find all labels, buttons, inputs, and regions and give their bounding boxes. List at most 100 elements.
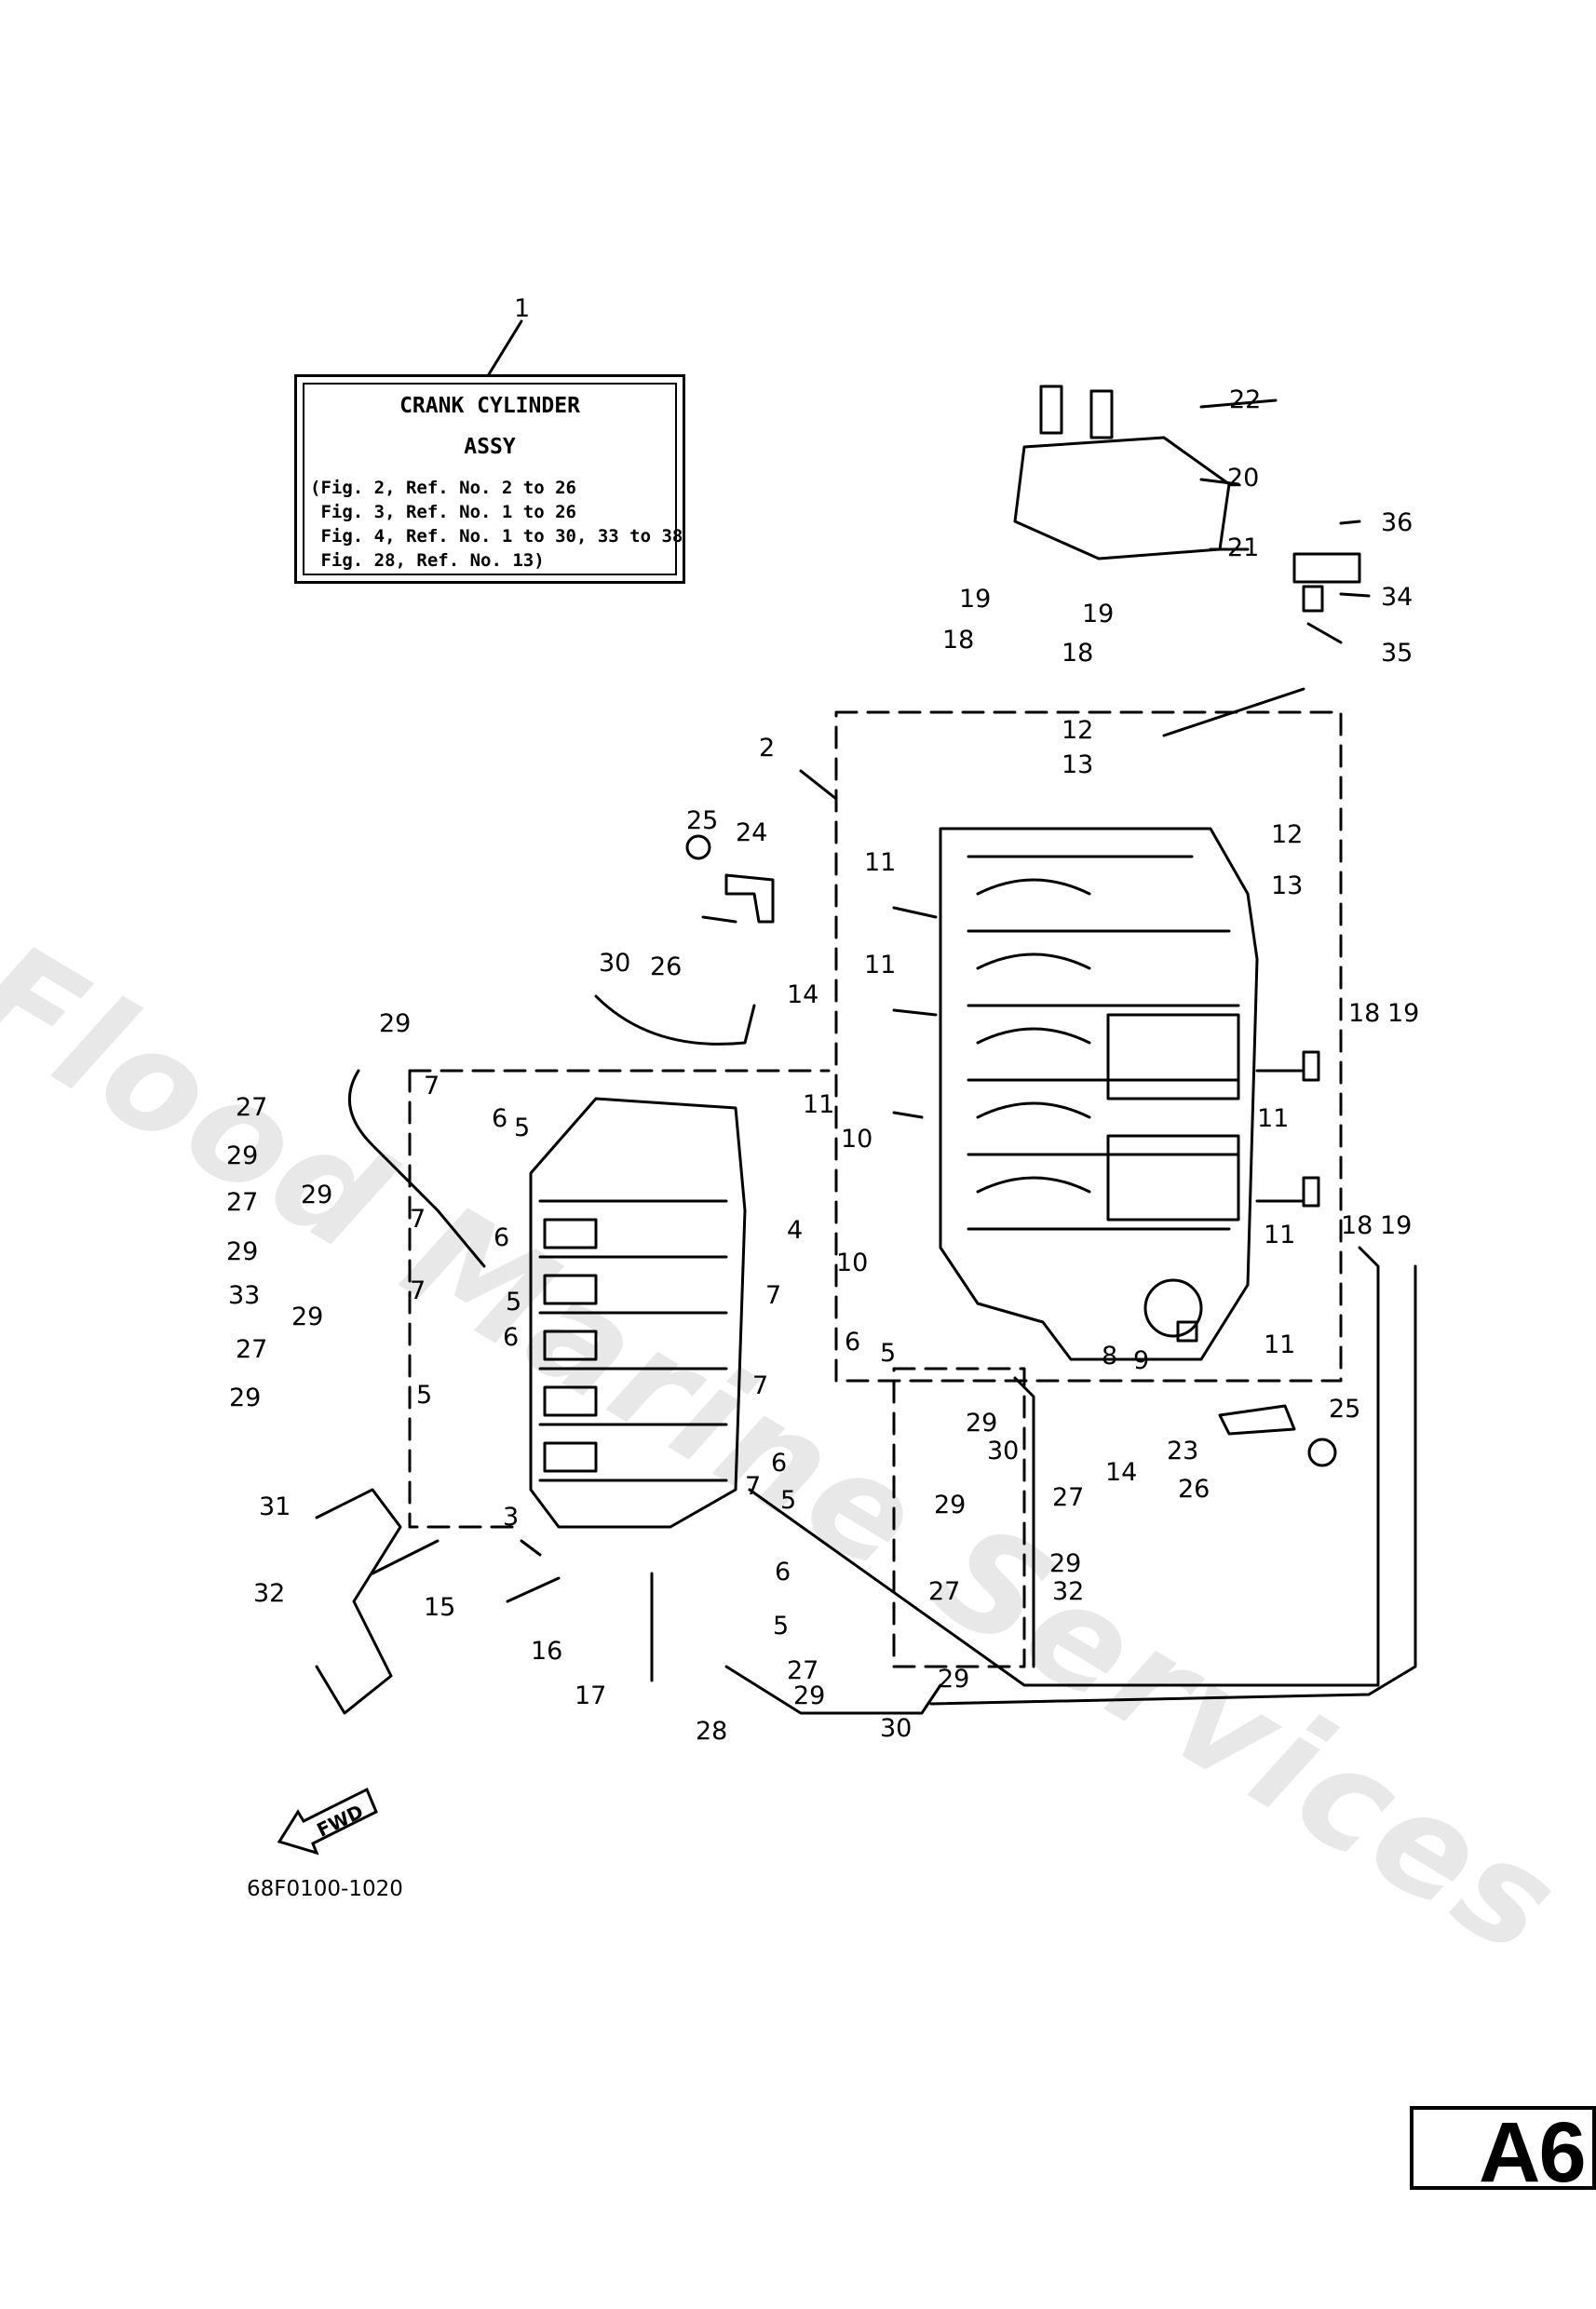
assembly-reference-inner-frame bbox=[303, 383, 677, 575]
crankcase-body bbox=[939, 827, 1259, 1361]
callout: 29 bbox=[226, 1141, 258, 1170]
callout-1: 1 bbox=[514, 294, 530, 323]
callout: 33 bbox=[228, 1281, 260, 1310]
callout: 14 bbox=[1105, 1458, 1137, 1487]
page-tab: A6 bbox=[1410, 2105, 1596, 2200]
callout: 25 bbox=[686, 806, 718, 835]
callout: 30 bbox=[880, 1714, 912, 1743]
callout: 15 bbox=[424, 1593, 455, 1622]
callout: 11 bbox=[1264, 1221, 1295, 1249]
assembly-note: Fig. 4, Ref. No. 1 to 30, 33 to 38 bbox=[310, 526, 683, 547]
callout: 25 bbox=[1329, 1395, 1360, 1424]
callout: 11 bbox=[1257, 1104, 1289, 1133]
callout: 26 bbox=[650, 952, 682, 981]
forward-arrow-icon: FWD bbox=[277, 1787, 378, 1856]
callout: 5 bbox=[773, 1612, 789, 1641]
callout: 29 bbox=[934, 1491, 966, 1519]
callout: 29 bbox=[938, 1665, 969, 1694]
callout: 23 bbox=[1167, 1437, 1198, 1465]
callout: 12 bbox=[1271, 820, 1303, 849]
callout: 2 bbox=[759, 734, 775, 763]
callout: 35 bbox=[1381, 639, 1413, 668]
callout: 18 bbox=[1062, 639, 1093, 668]
callout: 7 bbox=[424, 1072, 440, 1100]
assembly-reference-box: CRANK CYLINDER ASSY (Fig. 2, Ref. No. 2 … bbox=[294, 374, 685, 584]
callout: 17 bbox=[575, 1681, 606, 1710]
callout: 3 bbox=[503, 1503, 519, 1532]
callout: 8 bbox=[1102, 1342, 1117, 1371]
cylinder-block bbox=[529, 1097, 747, 1529]
callout: 29 bbox=[301, 1181, 332, 1209]
cylinder-group-box bbox=[408, 1069, 523, 1529]
callout: 7 bbox=[410, 1276, 426, 1305]
callout: 10 bbox=[836, 1249, 868, 1277]
callout: 11 bbox=[864, 951, 896, 979]
callout: 22 bbox=[1229, 385, 1261, 414]
callout: 29 bbox=[226, 1237, 258, 1266]
callout: 26 bbox=[1178, 1475, 1210, 1504]
callout: 19 bbox=[959, 585, 991, 614]
callout: 11 bbox=[1264, 1330, 1295, 1359]
callout: 7 bbox=[765, 1281, 781, 1310]
callout: 7 bbox=[410, 1205, 426, 1234]
callout: 29 bbox=[793, 1681, 825, 1710]
callout-labels: 1 22 20 21 36 34 35 19 18 19 18 12 13 2 … bbox=[226, 294, 1419, 1746]
drawing-code: 68F0100-1020 bbox=[247, 1877, 403, 1901]
callout: 5 bbox=[780, 1486, 796, 1515]
callout: 27 bbox=[928, 1577, 960, 1606]
callout: 32 bbox=[1052, 1577, 1084, 1606]
callout: 30 bbox=[987, 1437, 1019, 1465]
callout: 19 bbox=[1387, 999, 1419, 1028]
callout: 29 bbox=[1049, 1549, 1081, 1578]
callout: 27 bbox=[236, 1093, 267, 1122]
callout: 11 bbox=[864, 848, 896, 877]
callout: 27 bbox=[787, 1656, 818, 1685]
callout: 18 bbox=[1341, 1211, 1373, 1240]
callout: 18 bbox=[1348, 999, 1380, 1028]
callout: 21 bbox=[1227, 533, 1259, 562]
callout: 34 bbox=[1381, 583, 1413, 612]
hose-31-32 bbox=[315, 1488, 402, 1715]
callout: 18 bbox=[942, 626, 974, 655]
assembly-note: Fig. 3, Ref. No. 1 to 26 bbox=[310, 502, 576, 522]
callout: 29 bbox=[379, 1009, 411, 1038]
callout: 6 bbox=[775, 1558, 791, 1587]
callout: 6 bbox=[771, 1449, 787, 1478]
callout: 27 bbox=[236, 1335, 267, 1364]
callout: 9 bbox=[1133, 1346, 1149, 1375]
callout: 12 bbox=[1062, 716, 1093, 745]
callout: 5 bbox=[506, 1288, 521, 1317]
callout: 29 bbox=[229, 1384, 261, 1412]
assembly-note: (Fig. 2, Ref. No. 2 to 26 bbox=[310, 478, 576, 498]
crankcase-group-box bbox=[834, 710, 1343, 1383]
assembly-title: CRANK CYLINDER bbox=[399, 394, 580, 418]
callout: 19 bbox=[1380, 1211, 1412, 1240]
callout: 6 bbox=[503, 1323, 519, 1352]
callout: 29 bbox=[966, 1409, 997, 1438]
leader-line bbox=[487, 319, 523, 376]
assembly-subtitle: ASSY bbox=[464, 435, 516, 459]
callout: 27 bbox=[226, 1188, 258, 1217]
callout: 5 bbox=[514, 1114, 530, 1142]
cover-plate bbox=[1013, 436, 1231, 560]
callout: 7 bbox=[752, 1371, 768, 1400]
callout: 27 bbox=[1052, 1483, 1084, 1512]
callout: 7 bbox=[745, 1472, 761, 1501]
callout: 36 bbox=[1381, 508, 1413, 537]
callout: 14 bbox=[787, 980, 818, 1009]
callout: 16 bbox=[531, 1637, 562, 1666]
callout: 5 bbox=[880, 1339, 896, 1368]
callout: 13 bbox=[1062, 750, 1093, 779]
callout: 31 bbox=[259, 1492, 291, 1521]
hose-29 bbox=[347, 1069, 486, 1268]
hose-30 bbox=[594, 994, 756, 1046]
callout: 11 bbox=[803, 1090, 834, 1119]
callout: 19 bbox=[1082, 600, 1114, 628]
callout: 6 bbox=[494, 1223, 509, 1252]
callout: 24 bbox=[736, 818, 767, 847]
page-tab-label: A6 bbox=[1479, 2105, 1587, 2200]
callout: 29 bbox=[291, 1303, 323, 1331]
callout: 13 bbox=[1271, 871, 1303, 900]
